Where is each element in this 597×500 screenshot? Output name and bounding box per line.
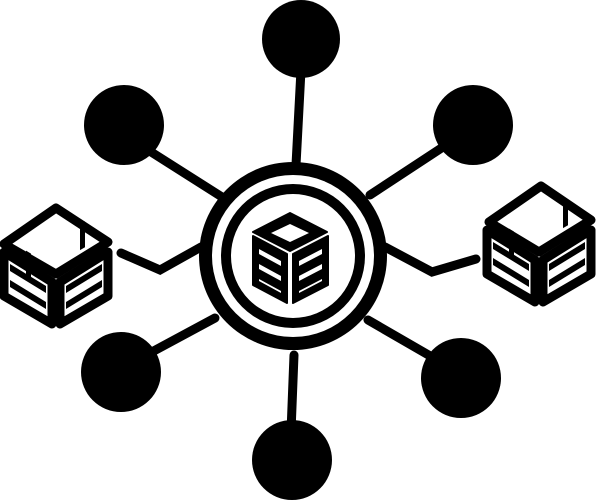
node-icon xyxy=(262,0,340,78)
node-icon xyxy=(81,332,161,412)
spoke-left xyxy=(116,242,206,276)
cube-icon xyxy=(482,181,596,307)
node-icon xyxy=(252,420,332,500)
cube-icon xyxy=(252,212,329,304)
spoke-bottom-left xyxy=(145,313,220,358)
spokes xyxy=(116,65,481,437)
spoke-top-left xyxy=(143,145,227,202)
spoke-bottom xyxy=(286,350,299,437)
node-icon xyxy=(84,85,164,165)
node-icon xyxy=(433,85,513,165)
cube-icon xyxy=(0,203,113,329)
spoke-top-right xyxy=(365,142,448,200)
spoke-right xyxy=(380,242,481,277)
node-icon xyxy=(421,338,501,418)
spoke-bottom-right xyxy=(363,315,437,362)
nodes xyxy=(81,0,513,500)
spoke-top xyxy=(291,65,306,170)
